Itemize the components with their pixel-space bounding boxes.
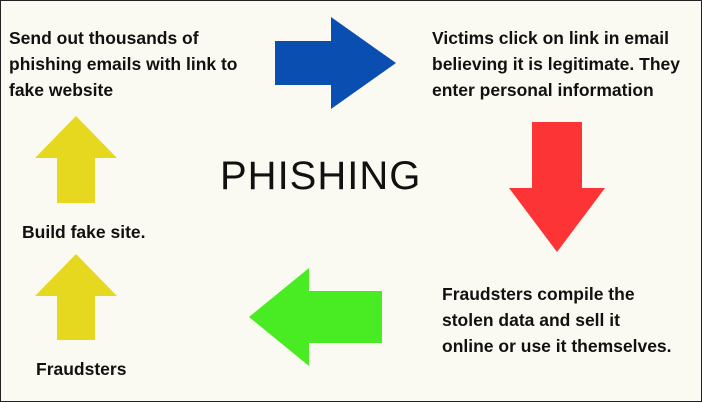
step-compile-line-3: online or use it themselves. (442, 336, 672, 356)
diagram-title: PHISHING (220, 154, 422, 198)
step-victims-line-1: Victims click on link in email (432, 28, 669, 48)
step-compile-line-1: Fraudsters compile the (442, 284, 635, 304)
arrow-right-icon (275, 17, 396, 109)
step-send-line-2: phishing emails with link to (9, 54, 238, 74)
step-compile-data: Fraudsters compile the stolen data and s… (442, 281, 672, 359)
arrow-left-icon (249, 268, 382, 366)
step-fraudsters: Fraudsters (36, 359, 127, 379)
arrow-up-shape (35, 254, 117, 340)
step-build-site: Build fake site. (22, 222, 146, 242)
arrow-up-icon (35, 116, 117, 203)
step-send-line-3: fake website (9, 80, 114, 100)
arrow-down-icon (509, 122, 605, 252)
arrow-down-shape (509, 122, 605, 252)
arrow-right-shape (275, 17, 396, 109)
arrow-up-shape (35, 116, 117, 203)
arrow-left-shape (249, 268, 382, 366)
step-send-line-1: Send out thousands of (9, 28, 199, 48)
step-victims-line-3: enter personal information (432, 80, 654, 100)
step-victims-line-2: believing it is legitimate. They (432, 54, 680, 74)
step-victims-click: Victims click on link in email believing… (432, 25, 680, 103)
step-send-emails: Send out thousands of phishing emails wi… (9, 25, 238, 103)
step-compile-line-2: stolen data and sell it (442, 310, 620, 330)
arrow-up-icon (35, 254, 117, 340)
